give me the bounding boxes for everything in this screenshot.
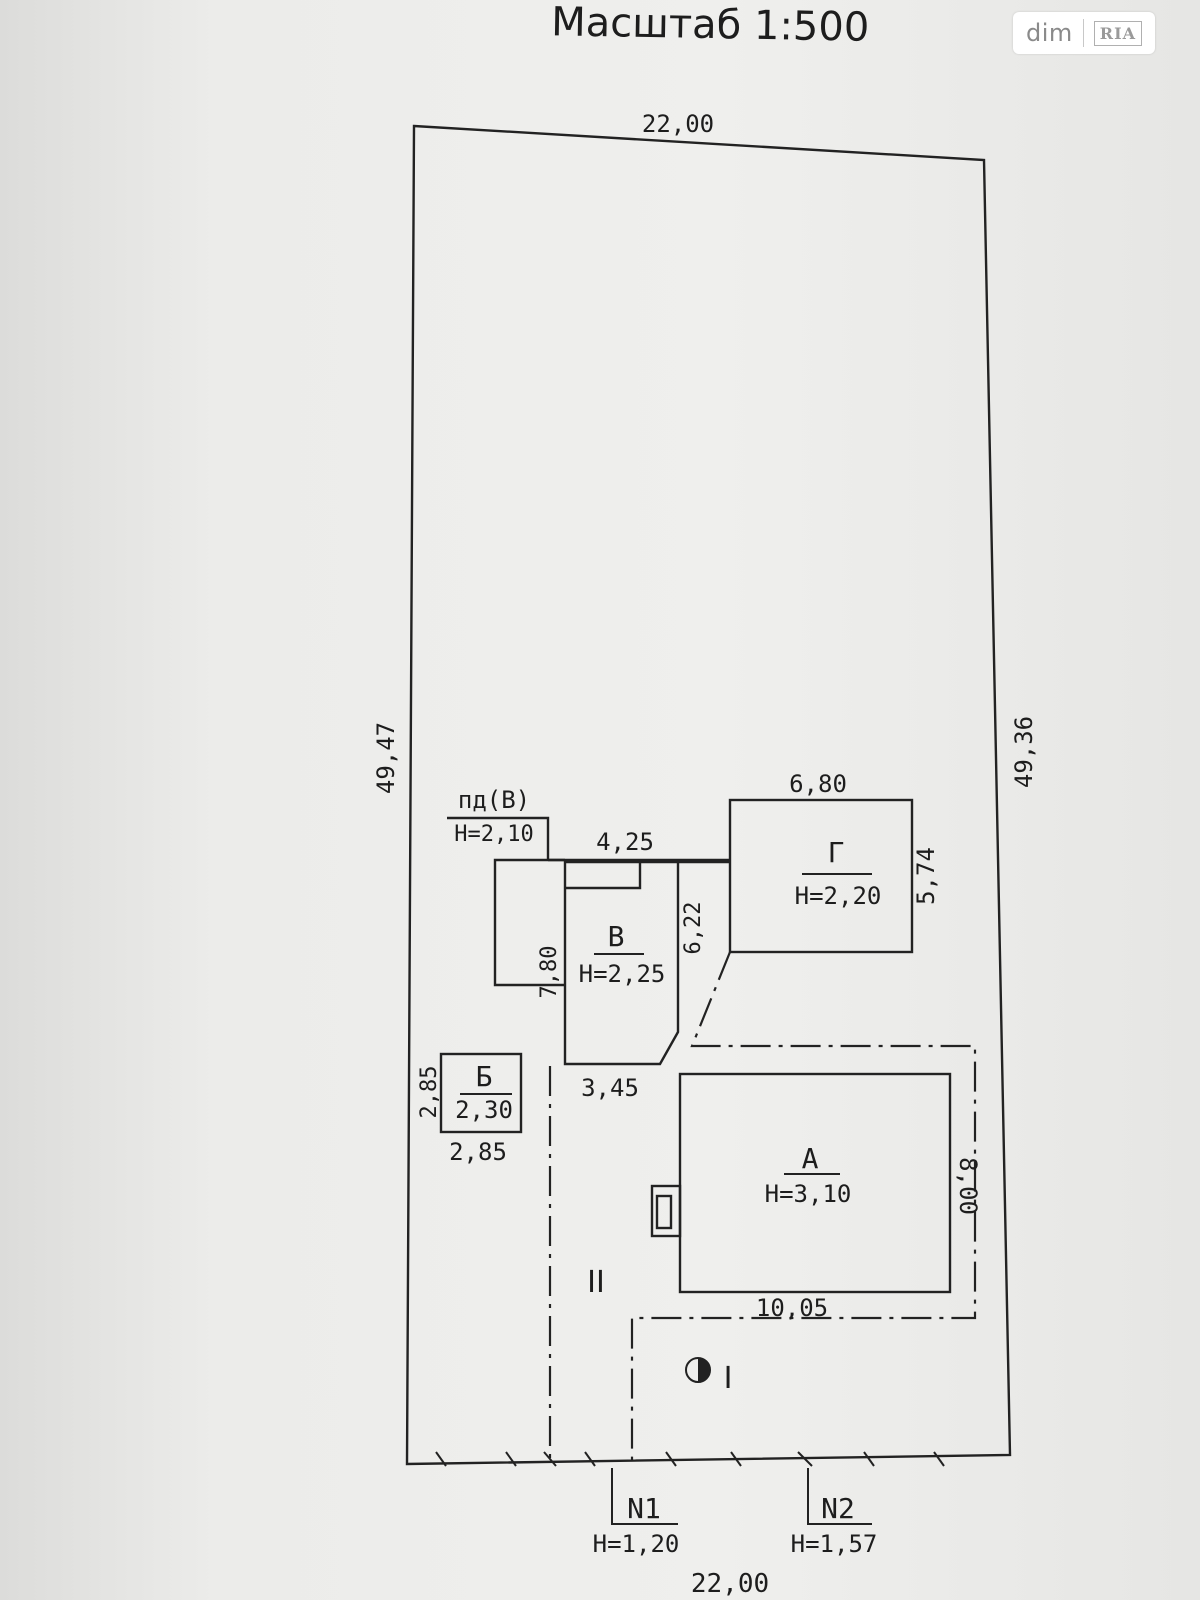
building-a-width: 10,05 — [756, 1294, 828, 1322]
building-g-outline — [728, 798, 914, 954]
plot-right-length: 49,36 — [1010, 716, 1038, 788]
building-a-height: Н=3,10 — [765, 1180, 852, 1208]
building-v-outline — [563, 860, 680, 1066]
building-v-letter: В — [608, 920, 625, 953]
building-b-width: 2,85 — [449, 1138, 507, 1166]
building-v-height: Н=2,25 — [579, 960, 666, 988]
zone-2-label: II — [587, 1265, 605, 1300]
building-a-letter: А — [802, 1142, 819, 1175]
bottom-ticks — [435, 1451, 945, 1467]
plot-left-length: 49,47 — [372, 722, 400, 794]
gate-n2-height: Н=1,57 — [791, 1530, 878, 1558]
building-a-outline — [678, 1072, 952, 1294]
building-v-partition — [565, 862, 642, 890]
building-b-height: 2,30 — [455, 1096, 513, 1124]
building-g-letter: Г — [828, 836, 845, 869]
building-a-depth: 8,00 — [954, 1157, 982, 1215]
gate-n1-height: Н=1,20 — [593, 1530, 680, 1558]
dim-ria-watermark: dim RIA — [1013, 12, 1155, 54]
building-v-top: 4,25 — [596, 828, 654, 856]
building-b-outline — [439, 1052, 523, 1134]
building-g-height: Н=2,20 — [795, 882, 882, 910]
building-b-depth: 2,85 — [417, 1066, 442, 1119]
pd-v-outline — [493, 858, 565, 987]
plot-top-width: 22,00 — [642, 110, 714, 138]
plot-boundary — [405, 124, 1012, 1466]
plot-bottom-width: 22,00 — [691, 1569, 769, 1599]
building-b-letter: Б — [476, 1060, 493, 1093]
building-a-porch-inner — [655, 1194, 673, 1230]
well-icon — [685, 1357, 711, 1383]
pd-v-header — [447, 816, 550, 860]
watermark-logo: RIA — [1093, 20, 1142, 46]
building-g-width: 6,80 — [789, 770, 847, 798]
building-g-depth: 5,74 — [912, 847, 940, 905]
building-a-porch — [650, 1184, 682, 1238]
gate-n2-label: N2 — [821, 1492, 855, 1525]
watermark-separator — [1082, 19, 1084, 47]
gate-n2-marker — [807, 1468, 872, 1525]
zone-boundary-upper — [630, 951, 977, 1460]
building-v-left: 7,80 — [537, 946, 562, 999]
building-v-bottom: 3,45 — [581, 1074, 639, 1102]
pd-v-label: пд(В) — [458, 786, 530, 814]
pd-v-height: Н=2,10 — [454, 822, 533, 847]
gate-n1-marker — [611, 1468, 678, 1525]
zone-1-label: I — [724, 1361, 733, 1396]
watermark-brand: dim — [1026, 19, 1073, 47]
scale-title: Масштаб 1:500 — [551, 0, 870, 51]
gate-n1-label: N1 — [627, 1492, 661, 1525]
building-v-right: 6,22 — [681, 902, 706, 955]
